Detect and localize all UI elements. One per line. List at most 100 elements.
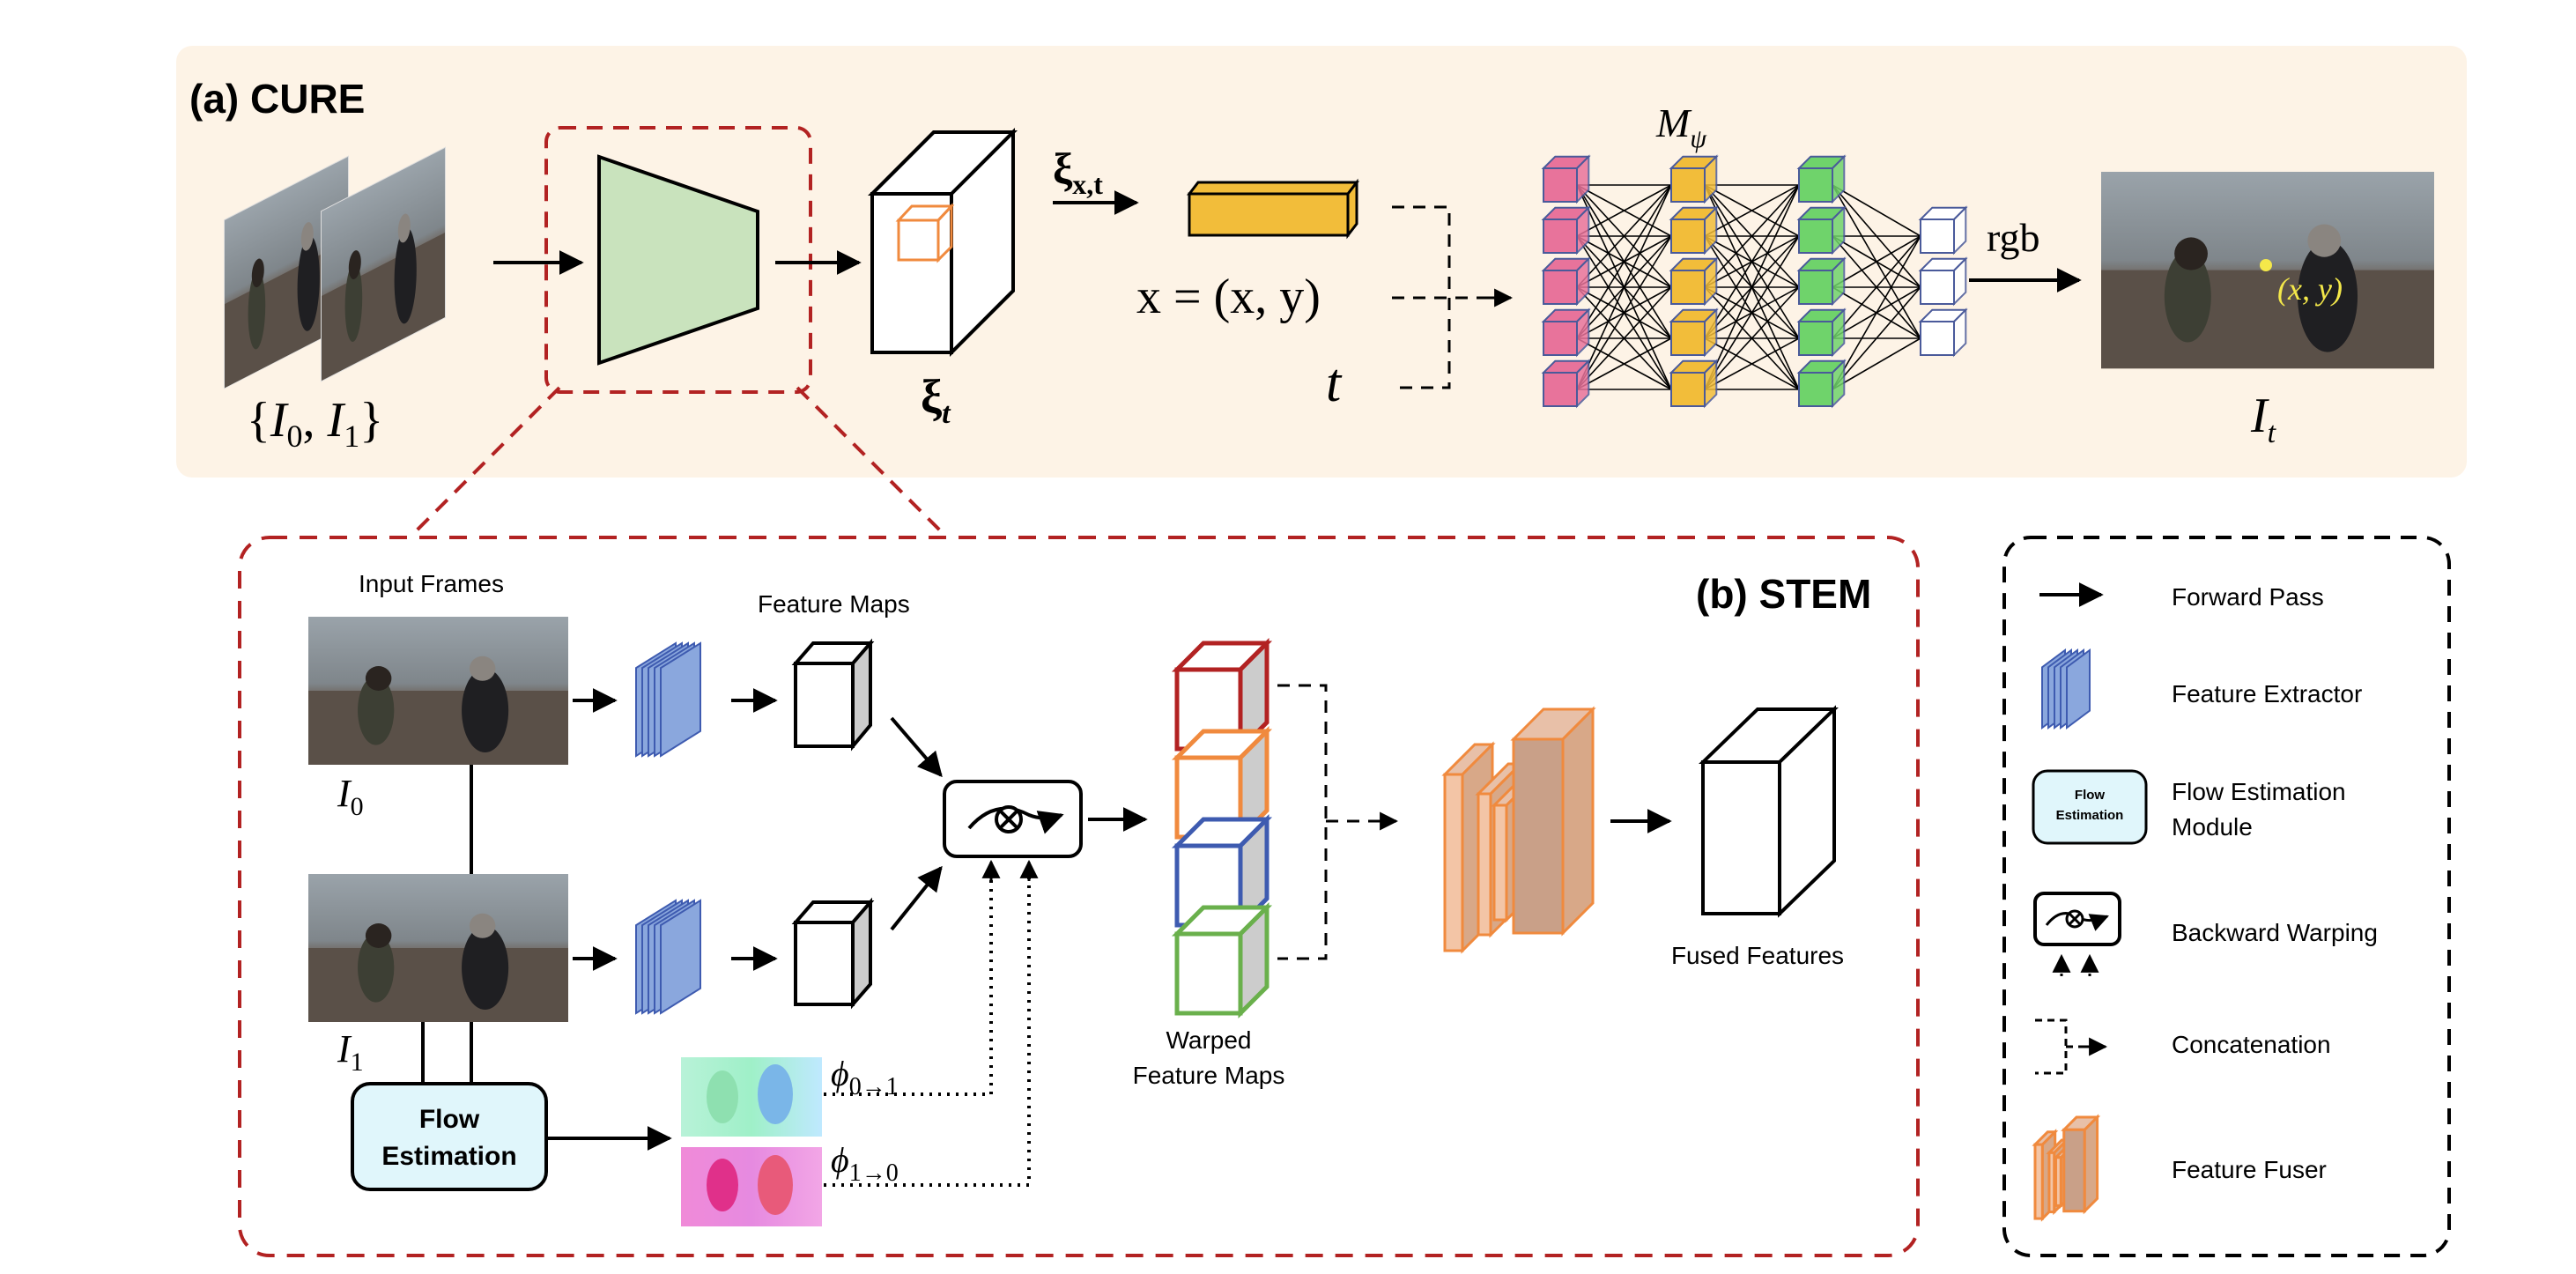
flow-0-1-label: ϕ0→1 [831,1054,899,1100]
legend-backward-warping: Backward Warping [2172,919,2378,946]
feature-maps-label: Feature Maps [758,590,910,618]
mlp-edge [1704,235,1800,390]
encoder-highlight-box [544,126,812,394]
mlp-node [1796,154,1847,204]
flow-1-0-label: ϕ1→0 [831,1140,899,1187]
mlp-node [1541,359,1591,409]
mlp-edge [1576,184,1672,339]
sampled-feature-label: ξx,t [1053,144,1103,200]
input-frame-0 [308,617,568,765]
warped-label-line2: Feature Maps [1133,1062,1285,1089]
fuser-slab [2061,1114,2101,1215]
mlp-node [1541,256,1591,307]
feature-extractor-layer [660,899,701,1015]
fused-features-label: Fused Features [1671,942,1844,969]
arrow-feature0-to-warp [890,716,943,778]
feature-extractor-1 [635,899,701,1015]
mlp-edge [1704,184,1800,237]
mlp-edge [1832,235,1921,288]
time-label: t [1326,353,1343,413]
mlp-node [1669,307,1719,358]
input-frame-1 [308,874,568,1022]
mlp-edge [1704,184,1800,288]
mlp-edge [1704,184,1800,390]
fused-features-cube [1699,705,1839,918]
panel-b: (b) STEM Input Frames Feature Maps I0 I1… [238,536,1920,1257]
coordinate-label: x = (x, y) [1136,270,1321,324]
mlp-node [1796,205,1847,256]
legend-flow-icon [2032,769,2148,845]
mlp-edge [1704,337,1800,390]
mlp-node [1669,205,1719,256]
feature-extractor-layer [2066,648,2091,730]
panel-b-border [238,536,1920,1257]
mlp-edge [1832,235,1921,339]
input-frames-stack [224,146,446,389]
mlp-edge [1832,184,1921,237]
flow-estimation-line2: Estimation [381,1142,516,1171]
latent-label: ξt [921,370,951,430]
mlp-node [1669,154,1719,204]
feature-extractor-layer [660,641,701,758]
warped-label-line1: Warped [1166,1026,1251,1054]
frame-0-label: I0 [337,772,364,821]
legend-concatenation-icon [2035,1018,2090,1075]
legend-concatenation: Concatenation [2172,1031,2331,1058]
legend-flow-icon-line2: Estimation [2056,808,2124,823]
mlp-edge [1832,235,1921,390]
legend-feature-extractor: Feature Extractor [2172,680,2362,707]
mlp-node [1541,154,1591,204]
mlp-edge [1576,337,1672,390]
mlp-network [1541,154,1968,409]
concat-lines-a [1392,205,1498,389]
legend: Forward Pass Feature Extractor Flow Esti… [2002,536,2451,1257]
panel-b-title: (b) STEM [1696,571,1871,617]
mlp-node [1541,307,1591,358]
mlp-node [1796,359,1847,409]
mlp-node [1918,256,1968,307]
mlp-node [1669,359,1719,409]
mlp-edge [1576,184,1672,237]
mlp-node [1918,205,1968,256]
fuser-slab [1510,706,1596,937]
mlp-edge [1832,286,1921,390]
legend-flow-module-line1: Flow Estimation [2172,778,2346,805]
legend-feature-fuser-icon [2032,1114,2101,1222]
frame-1-label: I1 [337,1027,364,1077]
flow-estimation-module [351,1082,548,1191]
query-point-label: (x, y) [2277,271,2343,307]
feature-vector [1186,178,1360,240]
flow-estimation-line1: Flow [419,1105,480,1134]
legend-feature-fuser: Feature Fuser [2172,1156,2327,1183]
mlp-edge [1576,286,1672,390]
mlp-edge [1832,337,1921,390]
legend-flow-icon-line1: Flow [2075,788,2105,803]
output-label: It [2250,389,2277,449]
zoom-line-right [796,386,944,535]
encoder-trapezoid [597,154,759,366]
mlp-edge [1704,286,1800,390]
input-frames-label: {I0, I1} [247,393,383,454]
mlp-node [1796,307,1847,358]
zoom-line-left [412,386,561,535]
mlp-edge [1576,235,1672,390]
latent-patch [895,203,955,263]
rgb-label: rgb [1987,215,2040,260]
warped-feature-maps [1171,637,1273,1019]
feature-extractor-0 [635,641,701,758]
mlp-node [1669,256,1719,307]
mlp-label: Mψ [1655,100,1707,153]
backward-warping-module [943,780,1083,858]
mlp-node [1541,205,1591,256]
legend-flow-module-line2: Module [2172,813,2253,841]
legend-feature-extractor-icon [2041,648,2091,730]
panel-a-background [176,46,2467,478]
legend-forward-pass: Forward Pass [2172,583,2324,611]
mlp-edge [1576,184,1672,390]
legend-warping-icon [2033,892,2121,976]
mlp-edge [1704,184,1800,339]
warped-feature-cube [1171,901,1273,1019]
feature-fuser [1441,706,1596,954]
flow-map-1-to-0 [681,1147,822,1226]
